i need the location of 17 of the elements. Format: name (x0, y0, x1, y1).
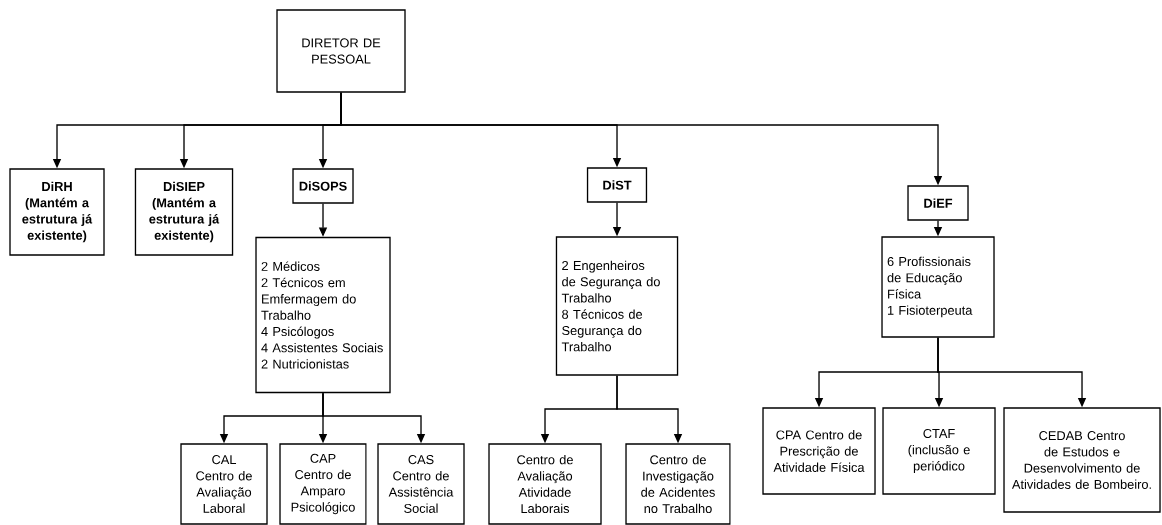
center-box: CAS Centro de Assistência Social (377, 443, 465, 525)
staff-box: 2 Engenheiros de Segurança do Trabalho 8 Técnicos de Segurança do Trabalho (555, 236, 679, 376)
center-box: CAP Centro de Amparo Psicológico (279, 443, 367, 525)
department-box: DiSOPS (292, 168, 354, 204)
center-box: CAL Centro de Avaliação Laboral (180, 443, 268, 525)
staff-box: 2 Médicos 2 Técnicos em Emfermagem do Trabalho 4 Psicólogos 4 Assistentes Sociais 2 Nutricionistas (255, 236, 391, 394)
department-box: DiEF (907, 185, 969, 221)
department-box: DiSIEP (Mantém a estrutura já existente) (134, 168, 234, 256)
center-box: Centro de Avaliação Atividade Laborais (488, 443, 602, 525)
center-box: CTAF (inclusão e periódico (882, 407, 996, 495)
staff-box: 6 Profissionais de Educação Física 1 Fisioterpeuta (881, 236, 995, 338)
center-box: CEDAB Centro de Estudos e Desenvolvimento de Atividades de Bombeiro. (1003, 407, 1161, 513)
center-box: Centro de Investigação de Acidentes no Trabalho (625, 443, 731, 525)
department-box: DiST (586, 167, 648, 203)
center-box: CPA Centro de Prescrição de Atividade Física (762, 407, 876, 495)
director-box: DIRETOR DE PESSOAL (276, 9, 406, 93)
department-box: DiRH (Mantém a estrutura já existente) (9, 168, 105, 256)
